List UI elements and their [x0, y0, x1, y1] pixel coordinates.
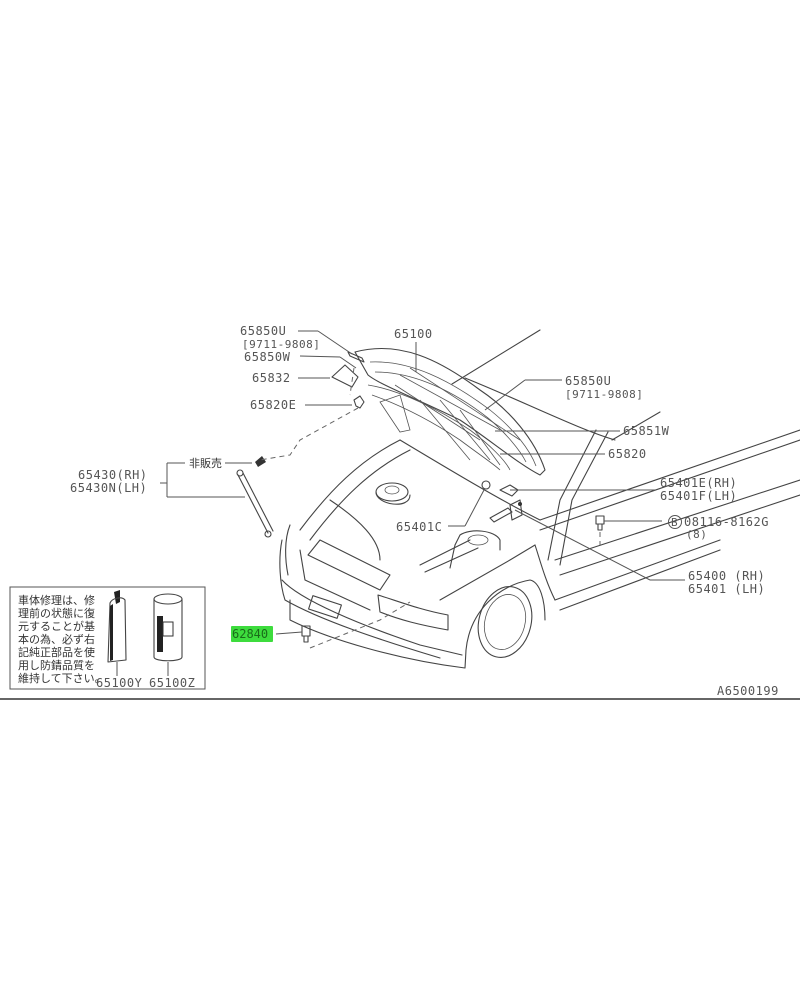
callout-not-for-sale: 非販売 [189, 457, 222, 470]
callout-bolt-qty: (8) [686, 528, 707, 541]
callout-65100: 65100 [394, 327, 433, 341]
callout-65832: 65832 [252, 371, 291, 385]
callout-65850U-right-note: [9711-9808] [565, 388, 643, 401]
callout-65430: 65430(RH) [78, 468, 148, 482]
callout-62840[interactable]: 62840 [232, 627, 268, 641]
callout-65401E: 65401E(RH) [660, 476, 737, 490]
notice-item-65100Z: 65100Z [149, 676, 195, 690]
dashed-leader [349, 367, 355, 396]
notice-line: 本の為、必ず右 [18, 632, 95, 646]
bolt-symbol-letter: B [671, 516, 678, 529]
callout-65850U-right: 65850U [565, 374, 611, 388]
highlight-62840 [231, 626, 273, 642]
figure-code: A6500199 [717, 684, 779, 698]
bumper-clip-drawing [301, 625, 311, 643]
callout-65850U-left: 65850U [240, 324, 286, 338]
callout-65820E: 65820E [250, 398, 296, 412]
bolt-symbol-icon [668, 515, 682, 529]
dashed-leader [309, 601, 411, 649]
notice-line: 用し防錆品質を [18, 658, 95, 672]
car-body-drawing [279, 329, 800, 669]
notice-box: 車体修理は、修 理前の状態に復 元することが基 本の為、必ず右 記純正部品を使 … [9, 586, 206, 690]
callout-65850W: 65850W [244, 350, 291, 364]
sealant-tube-icon [107, 590, 127, 676]
hood-panel-drawing [331, 348, 546, 476]
callout-65401C: 65401C [396, 520, 442, 534]
callout-65430N: 65430N(LH) [70, 481, 147, 495]
hood-stay-drawing [236, 456, 274, 538]
notice-item-65100Y: 65100Y [96, 676, 143, 690]
callout-65400: 65400 (RH) [688, 569, 765, 583]
notice-line: 元することが基 [18, 619, 95, 633]
notice-line: 理前の状態に復 [18, 606, 95, 620]
callout-65401F: 65401F(LH) [660, 489, 737, 503]
callout-bolt: 08116-8162G [684, 515, 769, 529]
notice-line: 車体修理は、修 [18, 593, 95, 607]
callout-65401: 65401 (LH) [688, 582, 765, 596]
callout-65851W: 65851W [623, 424, 670, 438]
notice-line: 記純正部品を使 [18, 645, 95, 659]
hinge-drawing [481, 480, 523, 523]
callout-65850U-left-note: [9711-9808] [242, 338, 320, 351]
callout-65820: 65820 [608, 447, 647, 461]
spray-can-icon [153, 593, 183, 676]
bolt-drawing [595, 515, 605, 531]
notice-line: 維持して下さい。 [18, 671, 106, 685]
dashed-leader [259, 407, 359, 461]
